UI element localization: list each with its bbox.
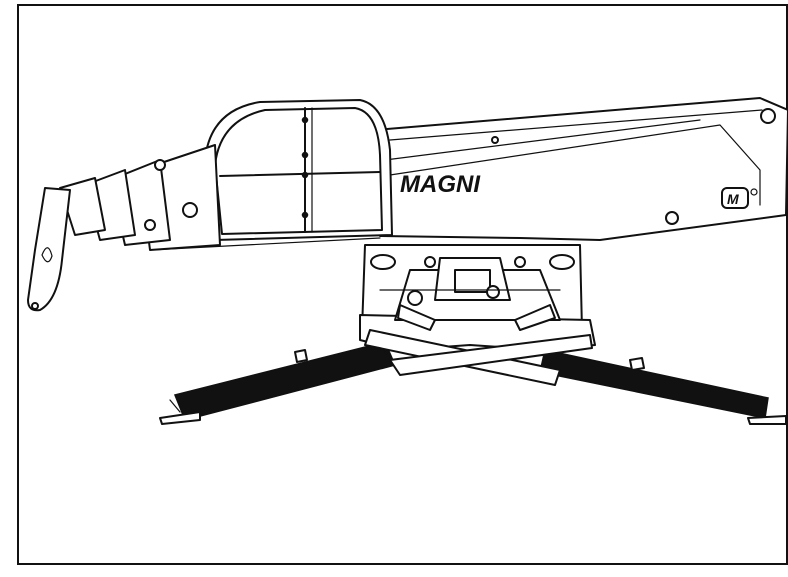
brand-badge-text: M [727, 191, 739, 207]
boom-head [27, 144, 381, 312]
cab [204, 99, 393, 241]
right-outrigger [539, 349, 787, 425]
brand-logo-text: MAGNI [400, 171, 481, 198]
left-outrigger [159, 341, 397, 425]
boom: MAGNI M [374, 97, 788, 241]
chassis [359, 244, 596, 386]
